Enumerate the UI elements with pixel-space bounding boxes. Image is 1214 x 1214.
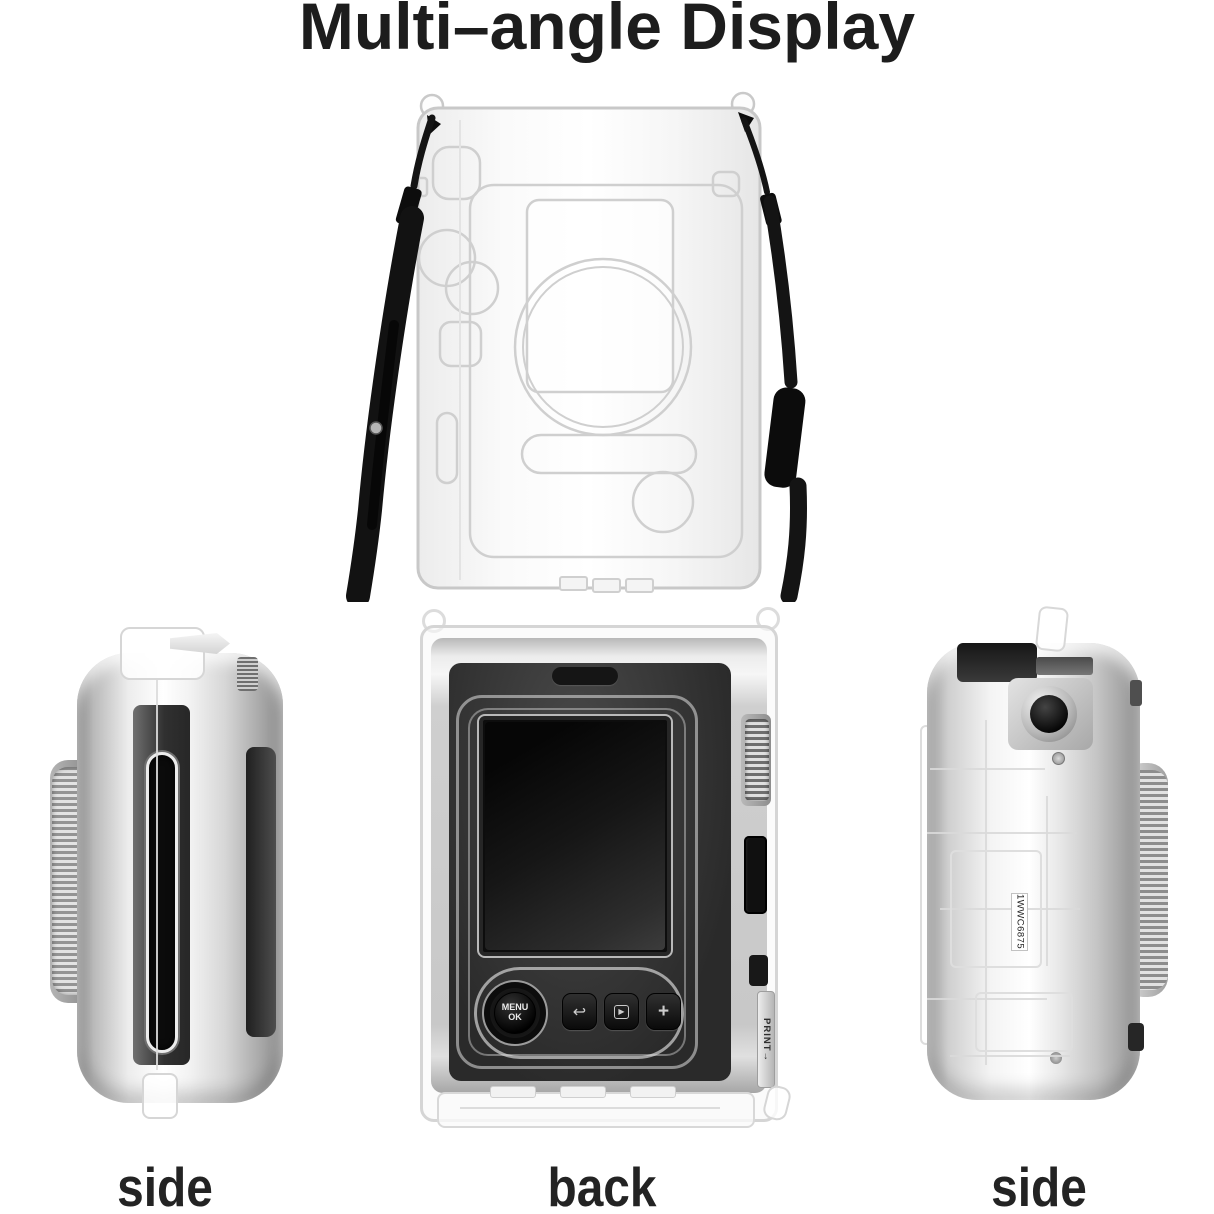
case-hinge-tab [560,1086,606,1098]
case-latch-point [170,633,230,654]
print-lever: PRINT→ [757,991,775,1088]
top-plate-detail [1036,657,1093,675]
button-cutout-outline [474,967,684,1059]
screw [1050,1052,1062,1064]
top-dial-fragment [237,657,258,691]
back-view-figure: MENU OK ↩ ▶ + PRINT→ [420,605,793,1140]
viewfinder-slot [552,667,618,685]
print-arrow-icon: → [760,1051,772,1062]
case-hinge-tab [630,1086,676,1098]
case-ridge-outer [456,695,698,1069]
screw [1052,752,1065,765]
menu-ok-label-line1: MENU [501,1002,529,1013]
shoulder-strap-right [738,112,808,602]
side-dark-nub [1128,1023,1144,1051]
case-seam-line [985,720,987,1065]
front-view-figure [346,91,808,602]
case-ridge-inner [468,708,686,1056]
mold-code-text: 1WWC6875 [1014,894,1026,950]
print-label: PRINT→ [760,1017,772,1062]
clear-case-outline [414,91,762,593]
caption-side-right: side [991,1156,1087,1214]
mold-code-label: 1WWC6875 [1011,893,1028,951]
counter-window-opening [631,470,695,534]
knurled-thumbwheel [745,719,769,801]
case-seam-line [156,680,158,1070]
menu-ok-button: MENU OK [494,992,536,1034]
side-view-right-figure: 1WWC6875 [880,600,1190,1140]
side-dark-tab [1130,680,1142,706]
case-tab-bottom [142,1073,178,1119]
side-view-left-figure [50,600,350,1140]
case-molding-outline [950,850,1042,968]
film-eject-slot [146,752,178,1053]
case-molding-outline [975,992,1073,1052]
menu-ok-label-line2: OK [508,1012,522,1022]
page-title: Multi–angle Display [298,0,916,63]
shoulder-strap-left [346,114,441,602]
case-hinge-tab [490,1086,536,1098]
caption-side-left: side [117,1156,213,1214]
case-latch-top [120,627,205,680]
front-leather-edge [246,747,276,1037]
playback-button: ▶ [604,993,639,1030]
back-arrow-icon: ↩ [572,1003,587,1021]
case-seam-line [1046,796,1048,966]
port-tab [749,955,768,986]
caption-back: back [547,1156,657,1214]
plus-icon: + [657,1000,670,1022]
plus-button: + [646,993,681,1030]
viewfinder-lens [1030,695,1068,733]
case-seam-line [927,998,1047,1000]
case-seam-line [930,768,1045,770]
port-cover [744,836,767,914]
play-icon: ▶ [614,1004,629,1019]
case-seam-line [940,908,1080,910]
back-button: ↩ [562,993,597,1030]
case-bottom-seam [460,1107,720,1109]
case-hook-top [1034,605,1070,653]
viewfinder-block [957,643,1037,682]
case-seam-line [950,1055,1070,1057]
case-seam-line [927,832,1077,834]
lcd-screen [485,722,665,950]
